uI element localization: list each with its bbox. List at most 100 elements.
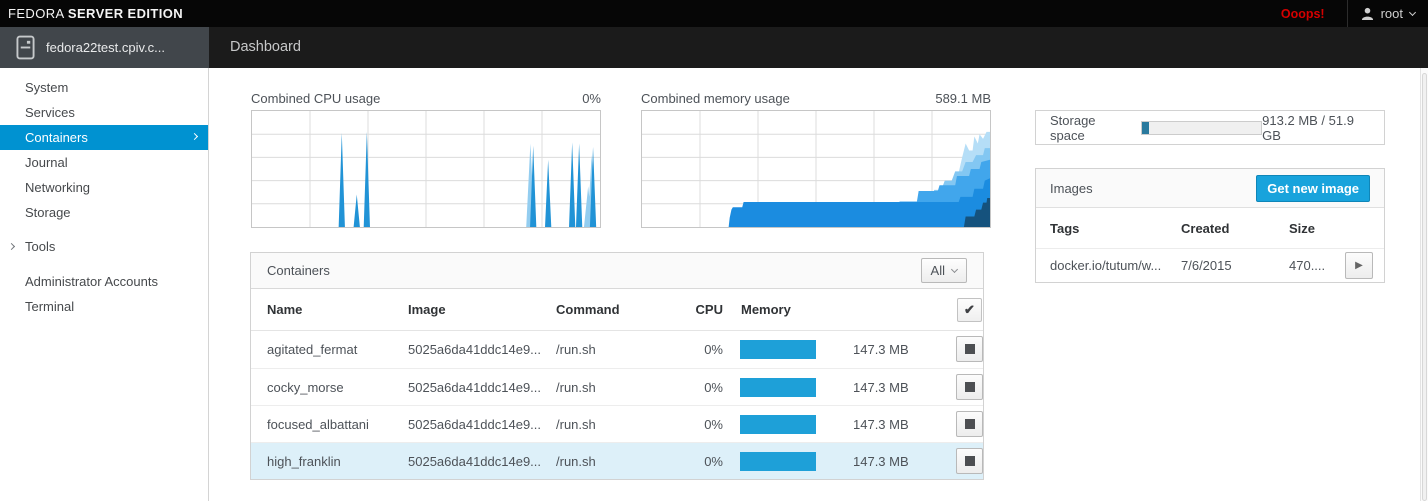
- user-icon: [1361, 7, 1373, 20]
- memory-chart-title: Combined memory usage: [641, 91, 790, 106]
- containers-filter-dropdown[interactable]: All: [920, 258, 967, 283]
- container-row[interactable]: focused_albattani 5025a6da41ddc14e9... /…: [251, 405, 983, 442]
- page-title: Dashboard: [230, 39, 301, 55]
- container-cpu: 0%: [704, 454, 723, 469]
- sidebar: System Services Containers Journal Netwo…: [0, 68, 209, 501]
- container-name: high_franklin: [267, 454, 341, 469]
- stop-container-button[interactable]: [956, 374, 983, 400]
- chevron-collapsed-icon: [7, 242, 16, 251]
- col-image: Image: [408, 302, 446, 317]
- stop-container-button[interactable]: [956, 411, 983, 437]
- containers-panel-header: Containers All: [251, 253, 983, 289]
- container-row-selected[interactable]: high_franklin 5025a6da41ddc14e9... /run.…: [251, 442, 983, 479]
- sidebar-item-journal[interactable]: Journal: [25, 155, 68, 170]
- container-name: agitated_fermat: [267, 342, 358, 357]
- container-name: focused_albattani: [267, 417, 369, 432]
- containers-panel-title: Containers: [267, 263, 330, 278]
- memory-usage-chart: [641, 110, 991, 228]
- cpu-usage-chart: [251, 110, 601, 228]
- storage-space-label: Storage space: [1050, 112, 1096, 143]
- machine-name: fedora22test.cpiv.c...: [46, 40, 165, 55]
- container-memory-bar: [740, 415, 816, 434]
- user-menu[interactable]: root: [1346, 0, 1428, 27]
- image-row[interactable]: docker.io/tutum/w... 7/6/2015 470.... ▶: [1036, 249, 1384, 282]
- cpu-chart-title: Combined CPU usage: [251, 91, 381, 106]
- top-bar: FEDORA SERVER EDITION Ooops! root: [0, 0, 1428, 27]
- sidebar-item-system[interactable]: System: [25, 80, 69, 95]
- image-created: 7/6/2015: [1181, 258, 1232, 273]
- container-memory-bar: [740, 340, 816, 359]
- container-name: cocky_morse: [267, 380, 344, 395]
- col-memory: Memory: [741, 302, 791, 317]
- images-col-tags: Tags: [1050, 221, 1080, 236]
- sidebar-item-terminal[interactable]: Terminal: [25, 299, 75, 314]
- image-tags: docker.io/tutum/w...: [1050, 258, 1162, 273]
- cpu-chart-value: 0%: [582, 91, 601, 106]
- memory-chart-header: Combined memory usage 589.1 MB: [641, 91, 991, 106]
- stop-icon: [964, 344, 975, 354]
- user-name: root: [1380, 6, 1403, 21]
- container-memory-value: 147.3 MB: [853, 454, 909, 469]
- col-cpu: CPU: [695, 302, 723, 317]
- stop-icon: [964, 456, 975, 466]
- container-cpu: 0%: [704, 380, 723, 395]
- connection-alert[interactable]: Ooops!: [1280, 6, 1325, 21]
- scrollbar-thumb[interactable]: [1422, 73, 1427, 501]
- container-row[interactable]: agitated_fermat 5025a6da41ddc14e9... /ru…: [251, 331, 983, 368]
- chevron-right-icon: [190, 132, 199, 141]
- containers-panel: Containers All Name Image Command CPU Me…: [250, 252, 984, 480]
- images-panel: Images Get new image Tags Created Size d…: [1035, 168, 1385, 283]
- storage-usage-text: 913.2 MB / 51.9 GB: [1262, 112, 1354, 143]
- sidebar-item-storage[interactable]: Storage: [25, 205, 71, 220]
- container-memory-value: 147.3 MB: [853, 417, 909, 432]
- cpu-chart-header: Combined CPU usage 0%: [251, 91, 601, 106]
- server-icon: [16, 35, 35, 60]
- container-command: /run.sh: [556, 380, 596, 395]
- container-cpu: 0%: [704, 417, 723, 432]
- topbar-right: Ooops! root: [1259, 0, 1428, 27]
- container-command: /run.sh: [556, 417, 596, 432]
- brand-regular: FEDORA: [8, 6, 64, 21]
- images-panel-title: Images: [1050, 180, 1093, 196]
- show-all-checkbox[interactable]: ✔: [957, 298, 982, 322]
- run-image-button[interactable]: ▶: [1345, 252, 1373, 279]
- col-name: Name: [267, 302, 303, 317]
- sidebar-item-administrator-accounts[interactable]: Administrator Accounts: [25, 274, 158, 289]
- vertical-scrollbar: [1420, 68, 1428, 501]
- images-table-header: Tags Created Size: [1036, 208, 1384, 249]
- get-new-image-button[interactable]: Get new image: [1256, 174, 1370, 202]
- container-command: /run.sh: [556, 454, 596, 469]
- app-header: fedora22test.cpiv.c... Dashboard: [0, 27, 1428, 68]
- sidebar-item-containers[interactable]: Containers: [0, 125, 208, 150]
- check-icon: ✔: [964, 302, 975, 317]
- container-image: 5025a6da41ddc14e9...: [408, 380, 542, 395]
- containers-table-header: Name Image Command CPU Memory ✔: [251, 289, 983, 331]
- brand: FEDORA SERVER EDITION: [0, 6, 183, 21]
- container-row[interactable]: cocky_morse 5025a6da41ddc14e9... /run.sh…: [251, 368, 983, 405]
- containers-filter-value: All: [930, 263, 945, 278]
- images-col-size: Size: [1289, 221, 1316, 236]
- stop-icon: [964, 382, 975, 392]
- storage-progress-bar: [1141, 120, 1263, 135]
- sidebar-item-services[interactable]: Services: [25, 105, 75, 120]
- sidebar-item-tools[interactable]: Tools: [0, 234, 208, 259]
- stop-container-button[interactable]: [956, 336, 983, 362]
- memory-chart-value: 589.1 MB: [935, 91, 991, 106]
- storage-space-panel: Storage space 913.2 MB / 51.9 GB: [1035, 110, 1385, 145]
- storage-progress-fill: [1142, 121, 1150, 134]
- stop-container-button[interactable]: [956, 448, 983, 474]
- images-col-created: Created: [1181, 221, 1230, 236]
- images-panel-header: Images Get new image: [1036, 169, 1384, 208]
- container-memory-value: 147.3 MB: [853, 342, 909, 357]
- container-image: 5025a6da41ddc14e9...: [408, 417, 542, 432]
- sidebar-item-networking[interactable]: Networking: [25, 180, 91, 195]
- chevron-down-icon: [950, 265, 959, 273]
- stop-icon: [964, 419, 975, 429]
- container-command: /run.sh: [556, 342, 596, 357]
- chevron-down-icon: [1408, 8, 1417, 16]
- container-image: 5025a6da41ddc14e9...: [408, 342, 542, 357]
- image-size: 470....: [1289, 258, 1326, 273]
- machine-selector[interactable]: fedora22test.cpiv.c...: [0, 27, 209, 68]
- play-icon: ▶: [1355, 260, 1363, 271]
